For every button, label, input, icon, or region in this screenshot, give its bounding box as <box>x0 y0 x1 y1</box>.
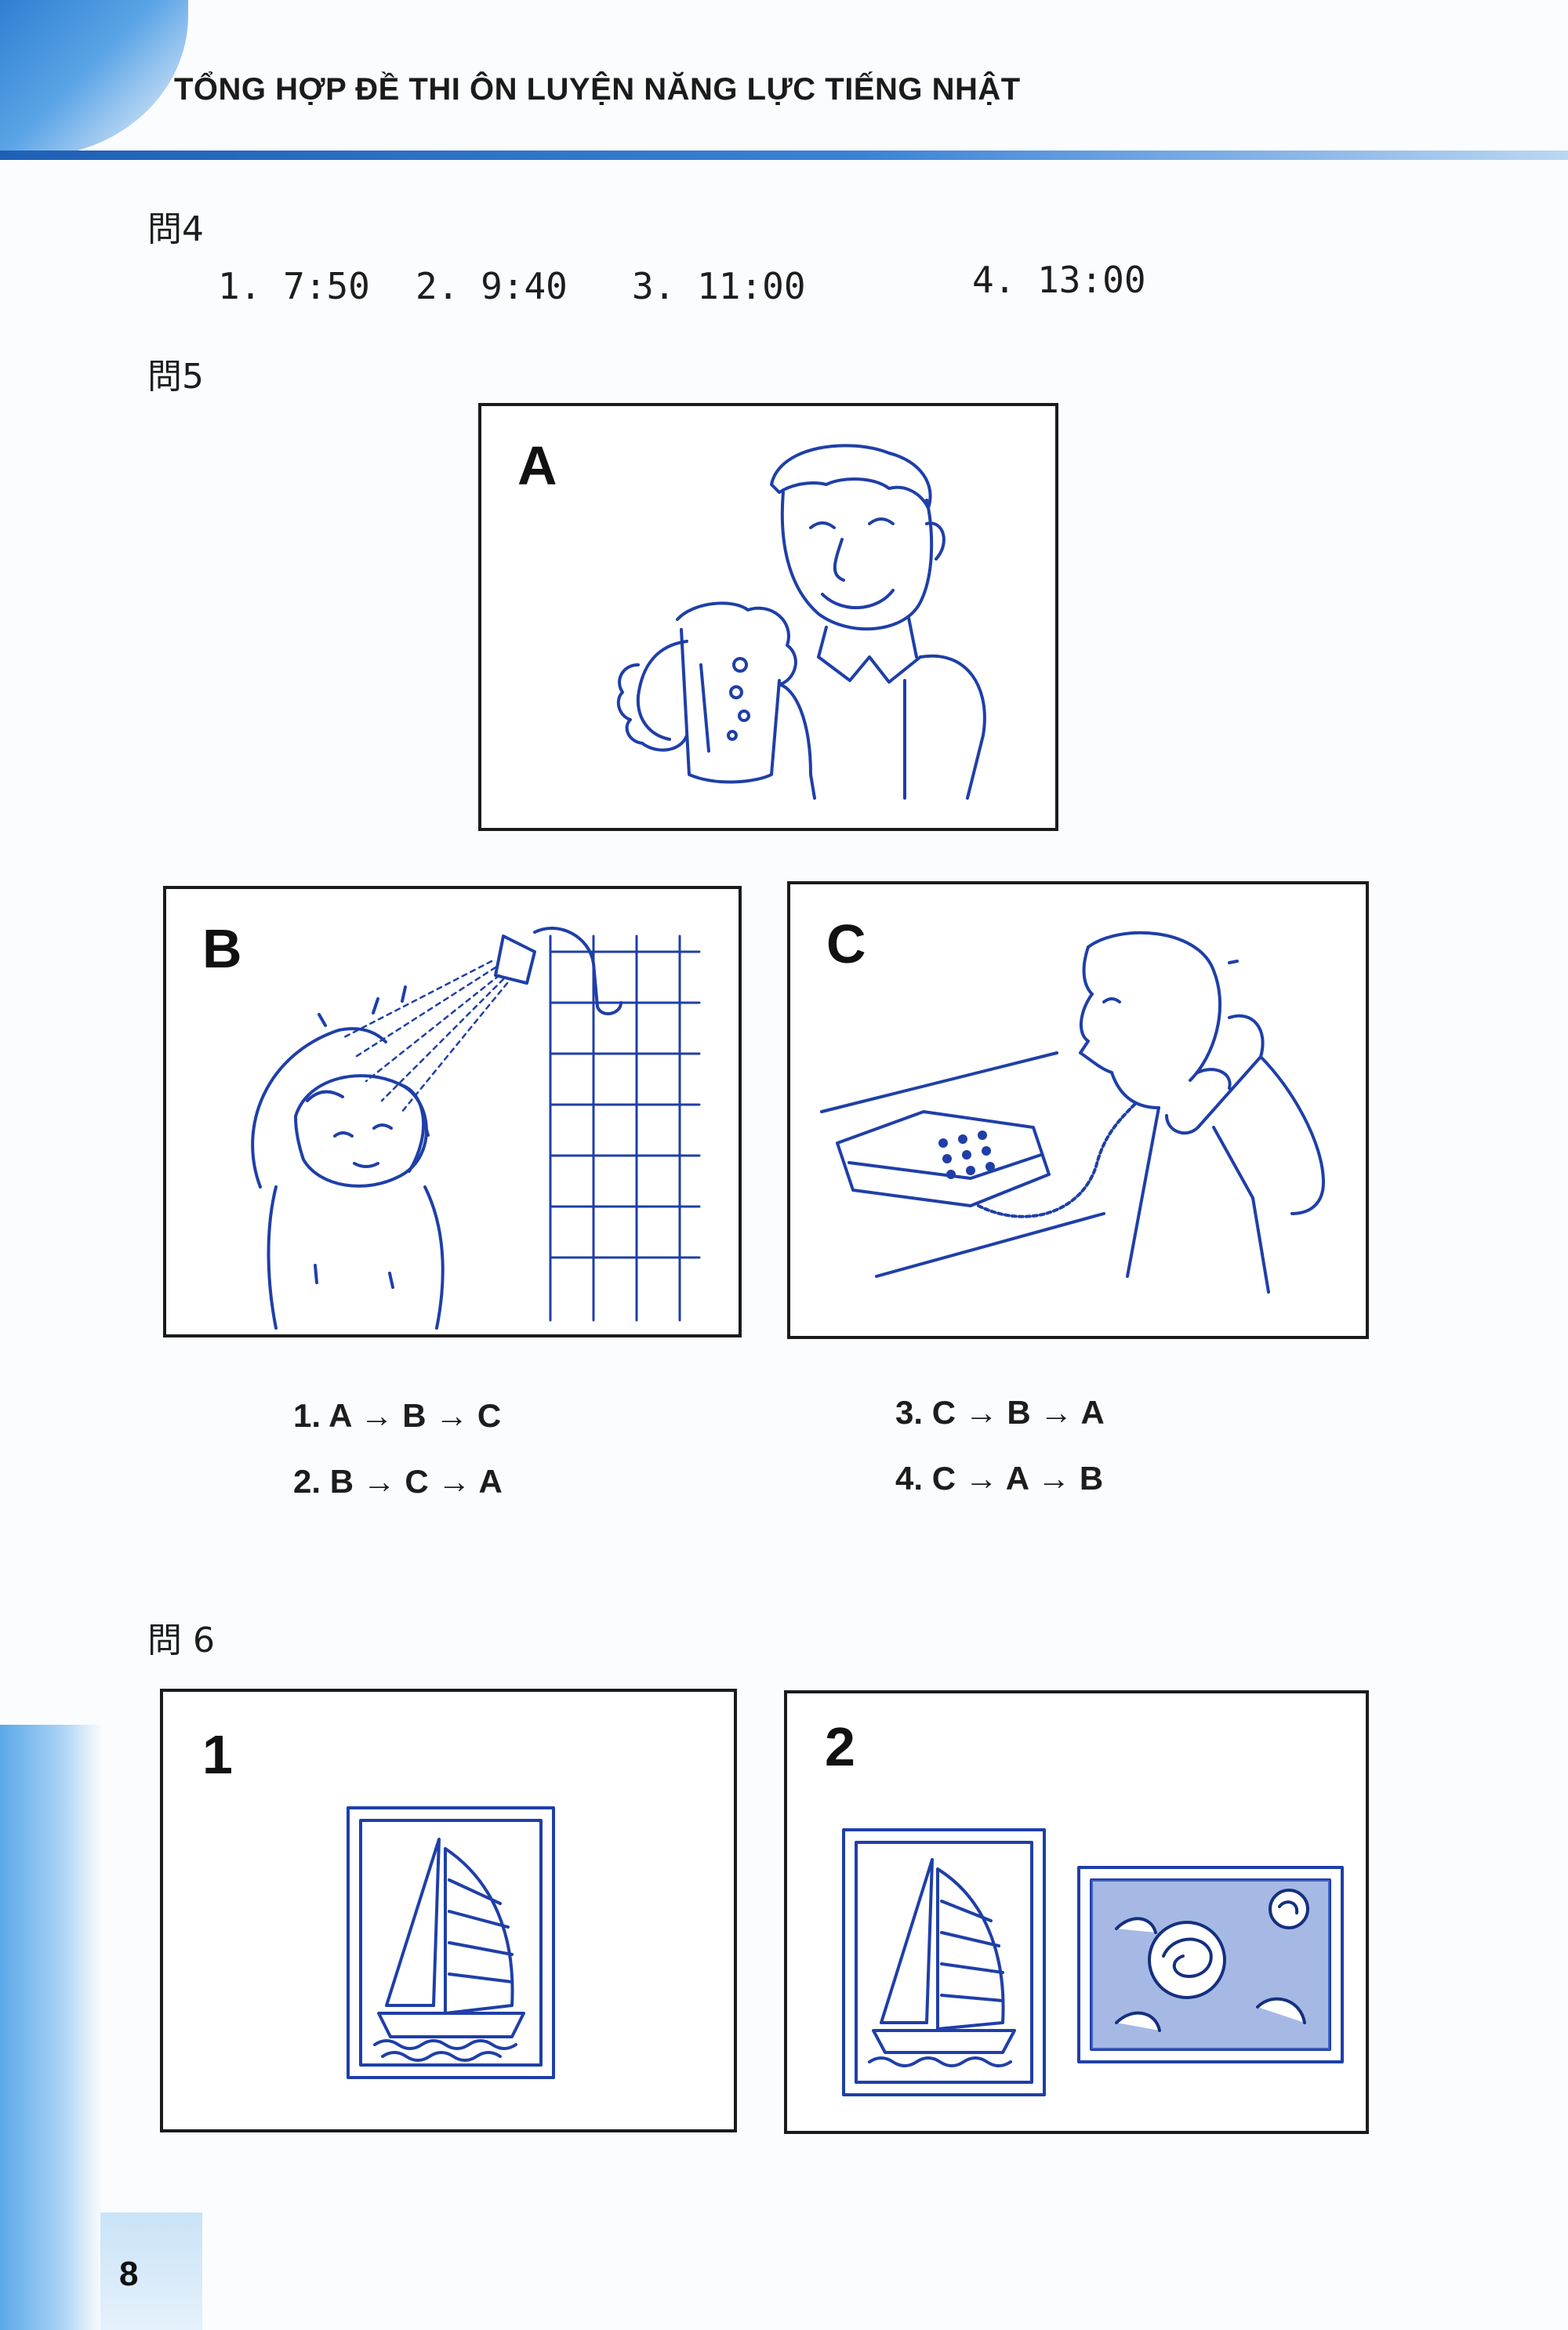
q6-panel-1[interactable]: 1 <box>160 1689 737 2132</box>
q5-option-2[interactable]: 2. B → C → A <box>293 1463 503 1500</box>
q4-option-4[interactable]: 4. 13:00 <box>972 259 1146 301</box>
page-number-block <box>100 2212 202 2330</box>
panel-a-letter: A <box>517 435 557 496</box>
q5-option-3[interactable]: 3. C → B → A <box>895 1394 1105 1431</box>
left-edge-decoration <box>0 1725 102 2330</box>
question-6-label: 問 6 <box>147 1620 215 1660</box>
question-4-label: 問4 <box>147 209 204 249</box>
page-number: 8 <box>119 2255 139 2293</box>
q6-panel-2-number: 2 <box>825 1716 855 1777</box>
q6-panel-1-number: 1 <box>202 1724 233 1785</box>
man-on-telephone-illustration <box>820 931 1325 1294</box>
header-rule <box>0 151 1568 160</box>
panel-b: B <box>163 886 742 1337</box>
question-5-label: 問5 <box>147 357 204 397</box>
panel-c: C <box>787 881 1369 1339</box>
q4-option-2[interactable]: 2. 9:40 <box>416 265 568 307</box>
q6-panel-2[interactable]: 2 <box>784 1690 1369 2134</box>
panel-c-letter: C <box>826 913 866 974</box>
sailboat-and-rose-picture-frames <box>842 1828 1344 2096</box>
corner-decoration <box>0 0 188 157</box>
q5-option-1[interactable]: 1. A → B → C <box>293 1397 502 1434</box>
q4-option-3[interactable]: 3. 11:00 <box>632 265 806 307</box>
q4-option-1[interactable]: 1. 7:50 <box>218 265 370 307</box>
sailboat-picture-frame <box>347 1806 555 2079</box>
panel-a: A <box>478 403 1058 831</box>
panel-b-letter: B <box>202 918 242 979</box>
q5-option-4[interactable]: 4. C → A → B <box>895 1460 1104 1497</box>
man-drinking-beer-illustration <box>616 444 986 800</box>
header-title: TỔNG HỢP ĐỀ THI ÔN LUYỆN NĂNG LỰC TIẾNG … <box>174 72 1021 107</box>
person-showering-illustration <box>251 927 701 1330</box>
